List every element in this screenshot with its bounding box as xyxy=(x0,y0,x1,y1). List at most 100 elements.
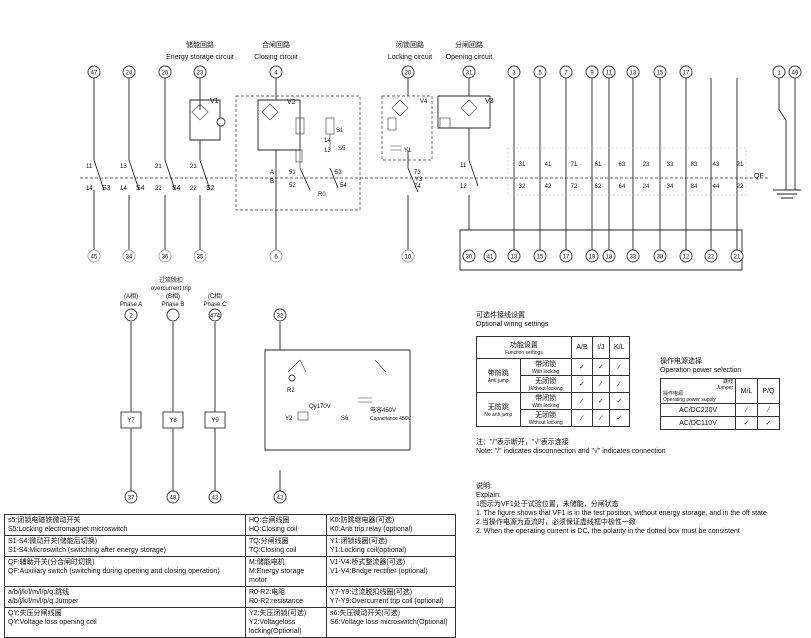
bottom-terminal-right-label: 38 xyxy=(657,255,664,261)
phase-bottom-terminal-circle xyxy=(208,490,222,504)
phase-en: Phase A xyxy=(120,302,142,308)
header-energy-en: Energy storage circuit xyxy=(166,54,234,61)
svg-text:14: 14 xyxy=(120,186,127,192)
aux-bottom-label: 64 xyxy=(619,184,626,190)
svg-text:A: A xyxy=(270,170,274,176)
aux-bottom-label: 84 xyxy=(691,184,698,190)
phase-top-terminal: 2 xyxy=(124,308,138,322)
svg-text:14: 14 xyxy=(324,138,331,144)
label-s2: S2 xyxy=(206,185,215,192)
top-terminal: 31 xyxy=(462,65,476,79)
uv-cap-en: Capacitance 450V xyxy=(370,416,412,422)
locking-circuit: V4 Y1 73 74 Y3 xyxy=(381,95,433,193)
header-labels: 储能回路 Energy storage circuit 合闸回路 Closing… xyxy=(166,40,492,61)
top-terminal: 17 xyxy=(679,65,693,79)
bottom-terminal-right: 18 xyxy=(602,249,616,263)
uv-top-terminal-circle xyxy=(273,308,287,322)
bottom-terminal-right-label: 33 xyxy=(630,255,637,261)
bottom-terminal-right-circle xyxy=(462,249,476,263)
uv-top-terminal: 32 xyxy=(273,308,287,322)
svg-text:14: 14 xyxy=(86,186,93,192)
phase-cn: (C相) xyxy=(208,292,222,300)
phase-bottom-terminal: 43 xyxy=(208,490,222,504)
top-terminal-circle xyxy=(269,65,283,79)
bottom-terminal-left-circle xyxy=(193,249,207,263)
header-closing-en: Closing circuit xyxy=(254,54,298,61)
top-terminal-circle xyxy=(462,65,476,79)
bottom-terminal-left: 45 xyxy=(87,249,101,263)
bottom-terminal-right-circle xyxy=(626,249,640,263)
svg-text:21: 21 xyxy=(155,164,162,170)
svg-text:11: 11 xyxy=(86,164,93,170)
top-terminal-label: 26 xyxy=(162,71,169,77)
label-y1: Y1 xyxy=(404,148,412,154)
phase-bottom-terminal: 48 xyxy=(166,490,180,504)
bottom-terminal-right-circle xyxy=(730,249,744,263)
bottom-terminal-right: 21 xyxy=(730,249,744,263)
top-terminal-label: 20 xyxy=(405,71,412,77)
top-terminal-label: 49 xyxy=(792,71,799,77)
top-terminal-label: 1 xyxy=(777,71,781,77)
bottom-terminal-left-label: 36 xyxy=(162,255,169,261)
svg-text:51: 51 xyxy=(289,170,296,176)
uv-s6: S6 xyxy=(341,416,349,422)
bottom-terminal-right-label: 15 xyxy=(537,255,544,261)
bottom-terminal-left-circle xyxy=(87,249,101,263)
aux-top-label: 23 xyxy=(643,162,650,168)
bottom-terminal-right: 17 xyxy=(559,249,573,263)
top-terminal-circle xyxy=(679,65,693,79)
energy-storage-circuit: V1 xyxy=(189,98,226,141)
phase-bottom-terminal: 37 xyxy=(124,490,138,504)
top-terminal-circle xyxy=(401,65,415,79)
phase-bottom-terminal-circle xyxy=(124,490,138,504)
closing-circuit: V2 S1 S5 A B 51 52 53 54 14 13 R0 xyxy=(235,95,361,211)
bottom-terminal-left: 35 xyxy=(193,249,207,263)
top-terminal-label: 24 xyxy=(126,71,133,77)
top-terminal-circle xyxy=(585,65,599,79)
phase-coil xyxy=(162,411,184,429)
bottom-terminal-left-circle xyxy=(158,249,172,263)
svg-text:22: 22 xyxy=(190,186,197,192)
top-terminal-label: 23 xyxy=(197,71,204,77)
top-terminal-circle xyxy=(653,65,667,79)
phase-top-terminal xyxy=(166,308,180,322)
switch-contacts-left: 11 14 13 14 21 22 21 22 S3 S4 S4 S2 xyxy=(80,159,236,195)
top-terminal: 9 xyxy=(585,65,599,79)
bottom-terminal-left-label: 34 xyxy=(126,255,133,261)
bottom-terminal-right-circle xyxy=(602,249,616,263)
bottom-terminal-right-circle xyxy=(483,249,497,263)
top-terminal-circle xyxy=(602,65,616,79)
label-v2: V2 xyxy=(287,99,296,106)
aux-bottom-label: 42 xyxy=(545,184,552,190)
top-terminal: 49 xyxy=(788,65,802,79)
bottom-terminal-right-label: 18 xyxy=(606,255,613,261)
bottom-bus xyxy=(459,229,743,271)
top-terminal-label: 31 xyxy=(466,71,473,77)
aux-top-label: 61 xyxy=(595,162,602,168)
aux-top-label: 63 xyxy=(619,162,626,168)
aux-top-label: 31 xyxy=(519,162,526,168)
top-terminal-circle xyxy=(507,65,521,79)
top-terminal-circle xyxy=(87,65,101,79)
bottom-terminal-right: 41 xyxy=(483,249,497,263)
uv-bottom-terminal-label: 42 xyxy=(277,496,284,502)
explain-block: 说明: Explain: 1图示为VF1处于试验位置，未储能，分闸状态 1. T… xyxy=(476,483,767,535)
top-terminal: 20 xyxy=(401,65,415,79)
phase-top-terminal-circle xyxy=(166,308,180,322)
svg-text:13: 13 xyxy=(120,164,127,170)
aux-bottom-label: 22 xyxy=(737,184,744,190)
phase-bottom-terminal-label: 37 xyxy=(128,496,135,502)
oc-title-cn: 过流脱扣 xyxy=(159,276,183,284)
bottom-terminal-right-circle xyxy=(585,249,599,263)
uv-cap-cn: 电容450V xyxy=(370,406,396,414)
uv-y2: Y2 xyxy=(285,416,293,422)
svg-text:73: 73 xyxy=(414,170,421,176)
bottom-terminal-left: 10 xyxy=(401,249,415,263)
phase-top-terminal-label: 474 xyxy=(210,314,221,320)
